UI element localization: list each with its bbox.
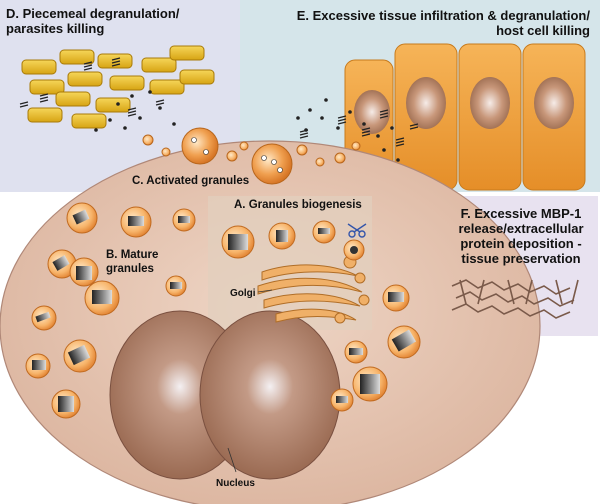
parasite-icon	[27, 107, 63, 123]
granule-icon	[66, 202, 98, 234]
parasite-icon	[109, 75, 145, 91]
parasite-icon	[71, 113, 107, 129]
parasite-icon	[95, 97, 131, 113]
biogenesis-label: A. Granules biogenesis	[234, 199, 362, 211]
activated-granules-label: C. Activated granules	[132, 175, 250, 187]
panel-e-title: E. Excessive tissue infiltration & degra…	[296, 8, 590, 38]
scissors-icon	[347, 223, 367, 238]
granule-icon	[343, 239, 365, 261]
granule-icon	[382, 284, 410, 312]
granule-icon	[25, 353, 51, 379]
parasite-icon	[97, 53, 133, 69]
granule-icon	[84, 280, 120, 316]
mature-granules	[25, 202, 421, 419]
nucleus	[109, 310, 341, 480]
granule-icon	[221, 225, 255, 259]
biogenesis-granules	[221, 220, 367, 261]
granule-icon	[344, 340, 368, 364]
nucleus-leader	[227, 447, 237, 473]
granule-icon	[47, 249, 77, 279]
activated-granules	[142, 127, 361, 185]
protein-deposition	[451, 279, 579, 319]
granule-icon	[312, 220, 336, 244]
granule-icon	[120, 206, 152, 238]
parasite-icon	[67, 71, 103, 87]
panel-f-title: F. Excessive MBP-1 release/extracellular…	[458, 206, 584, 266]
golgi-leader	[257, 289, 273, 293]
golgi-label: Golgi	[230, 288, 256, 299]
granule-icon	[51, 389, 81, 419]
granule-icon	[165, 275, 187, 297]
granule-icon	[172, 208, 196, 232]
released-proteins	[94, 90, 400, 162]
parasite-icon	[21, 59, 57, 75]
parasite-icon	[59, 49, 95, 65]
parasite-group	[21, 45, 215, 129]
mature-granules-label: B. Mature granules	[106, 249, 159, 275]
granule-icon	[63, 339, 97, 373]
released-crystals	[19, 57, 419, 147]
nucleus-label: Nucleus	[216, 478, 255, 489]
granule-icon	[387, 325, 421, 359]
parasite-icon	[179, 69, 215, 85]
parasite-icon	[55, 91, 91, 107]
golgi	[257, 255, 370, 324]
granule-icon	[330, 388, 354, 412]
granule-icon	[352, 366, 388, 402]
parasite-icon	[141, 57, 177, 73]
parasite-icon	[169, 45, 205, 61]
parasite-icon	[149, 79, 185, 95]
granule-icon	[69, 257, 99, 287]
granule-icon	[31, 305, 57, 331]
granule-icon	[268, 222, 296, 250]
panel-d-title: D. Piecemeal degranulation/ parasites ki…	[6, 6, 180, 36]
